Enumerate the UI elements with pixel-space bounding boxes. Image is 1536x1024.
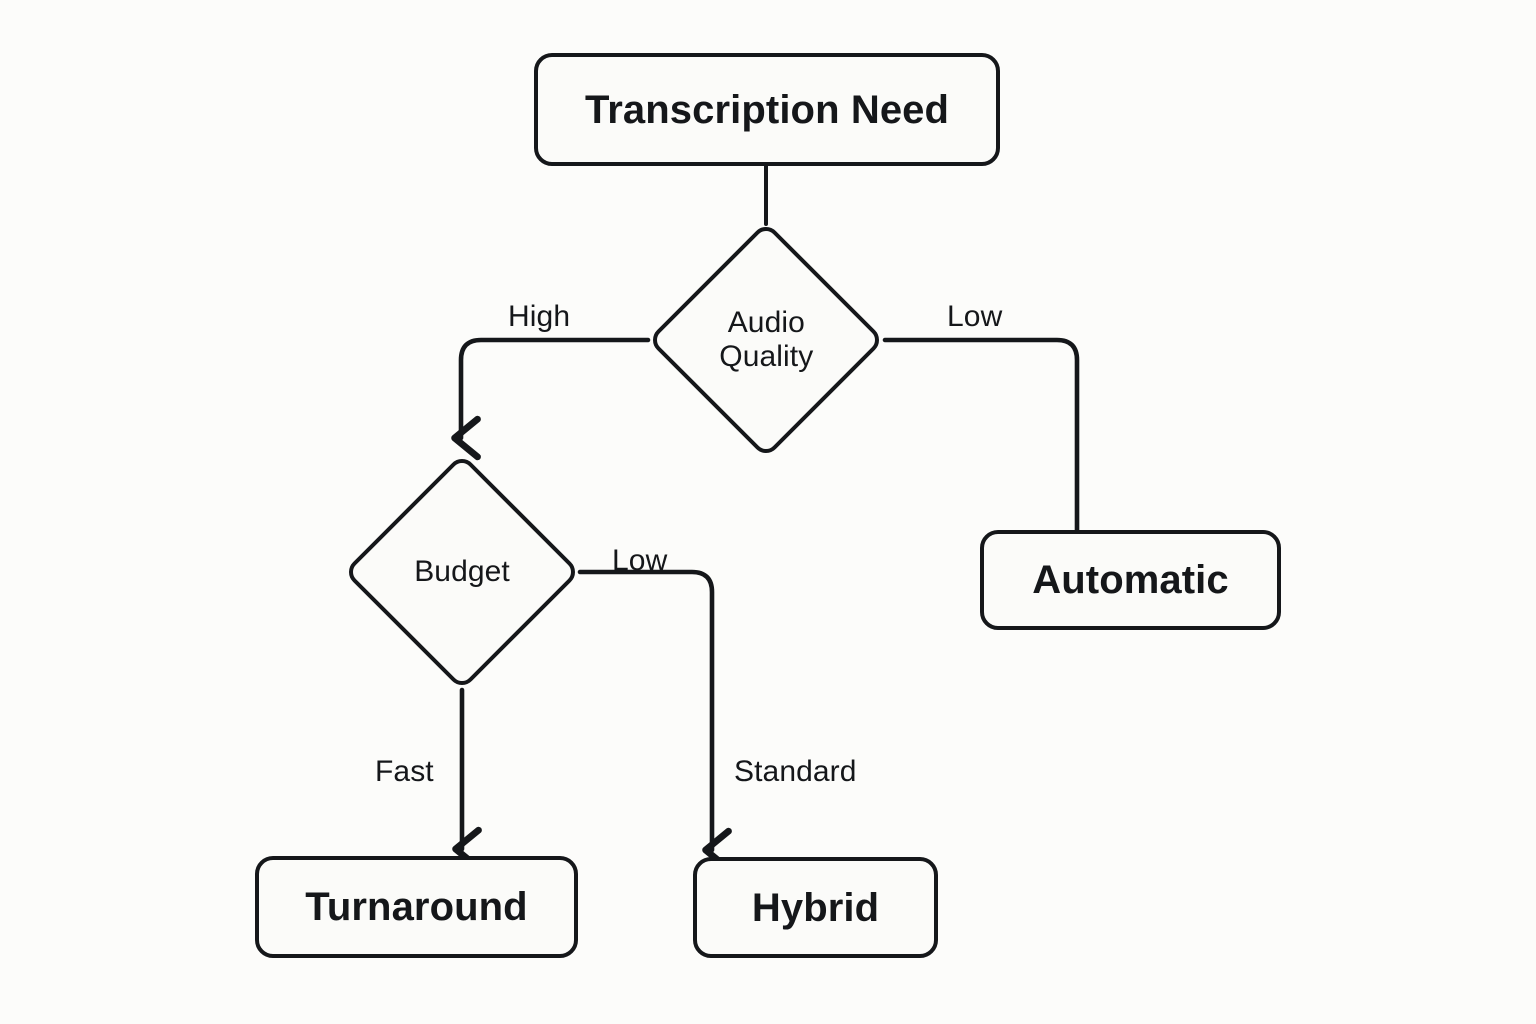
node-label: Audio Quality [718,306,814,373]
edge-label-low-audio: Low [947,300,1003,333]
node-transcription-need[interactable]: Transcription Need [534,53,1000,166]
edge-audio-automatic [882,337,1080,533]
node-automatic[interactable]: Automatic [980,530,1281,630]
node-label: Transcription Need [584,87,950,132]
node-label: Turnaround [305,885,528,929]
node-hybrid[interactable]: Hybrid [693,857,938,958]
node-label: Budget [414,555,510,589]
edge-label-high: High [508,300,571,333]
node-turnaround[interactable]: Turnaround [255,856,578,958]
node-label: Automatic [1032,558,1229,602]
edge-audio-budget [451,337,651,461]
node-label: Hybrid [751,885,880,930]
edge-budget-hybrid [577,569,732,873]
edge-label-low-budget: Low [612,544,668,577]
edge-label-fast: Fast [375,755,434,788]
edge-label-standard: Standard [734,755,857,788]
